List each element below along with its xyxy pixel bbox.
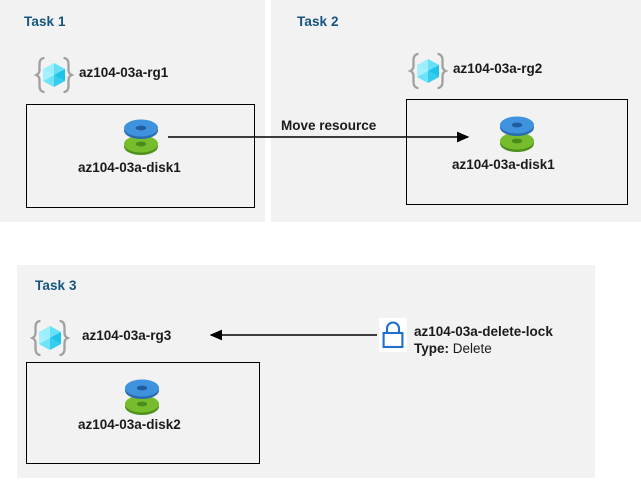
arrow-move-resource [168,131,470,143]
resource-group-label-rg3: az104-03a-rg3 [82,328,172,343]
managed-disk-icon [496,110,538,156]
resource-group-container-rg3 [26,362,260,464]
resource-group-container-rg1 [26,104,255,208]
managed-disk-label-disk2: az104-03a-disk2 [78,417,181,432]
resource-group-icon [407,52,449,90]
resource-group-label-rg2: az104-03a-rg2 [453,61,543,76]
resource-group-label-rg1: az104-03a-rg1 [79,65,169,80]
managed-disk-icon [121,373,163,419]
managed-disk-icon [120,113,162,159]
lock-type-row: Type: Delete [414,341,492,356]
resource-group-icon [29,319,71,357]
panel-title-task-3: Task 3 [35,278,77,293]
resource-group-icon [33,56,75,94]
lock-name-label: az104-03a-delete-lock [414,324,553,339]
lock-icon [379,318,407,352]
lock-type-key: Type: [414,341,450,356]
arrow-apply-delete-lock [209,329,377,341]
panel-title-task-2: Task 2 [297,14,339,29]
arrow-label-move-resource: Move resource [281,118,377,133]
panel-title-task-1: Task 1 [24,14,66,29]
lock-type-value: Delete [452,341,492,356]
managed-disk-label-disk1: az104-03a-disk1 [78,160,181,175]
managed-disk-label-disk1-moved: az104-03a-disk1 [452,157,555,172]
